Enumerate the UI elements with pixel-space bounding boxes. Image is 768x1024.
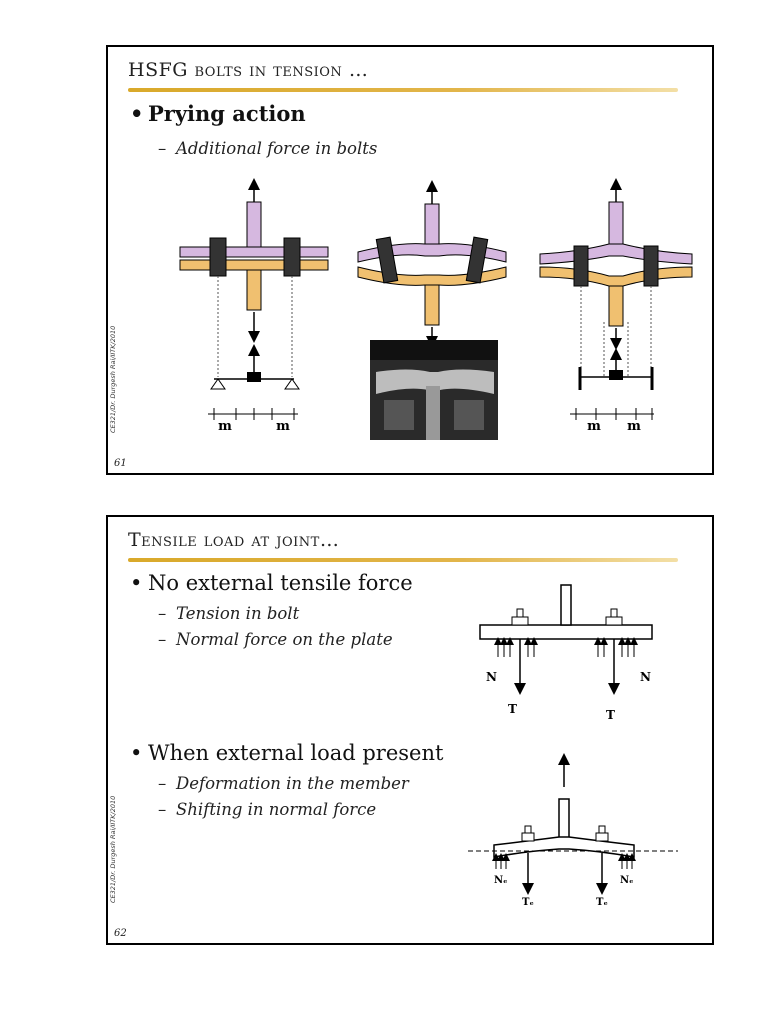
page-number: 62 <box>114 928 127 939</box>
bullet-icon: • <box>130 101 144 126</box>
external-load-figure: Nₑ Nₑ Tₑ Tₑ <box>468 753 678 908</box>
bullet-text: No external tensile force <box>148 571 413 595</box>
bullet-text: Prying action <box>148 101 306 126</box>
label-t: T <box>508 702 517 716</box>
dash-icon: – <box>158 800 167 819</box>
t-stub-left: m m <box>179 178 329 434</box>
side-note: CE321/Dr. Durgesh Rai/IITK/2010 <box>106 795 120 905</box>
t-stub-middle <box>357 180 507 440</box>
slide-title: Tensile load at joint… <box>128 529 340 551</box>
sub-bullet-text: Normal force on the plate <box>176 630 393 649</box>
slide-title: HSFG bolts in tension … <box>128 59 369 81</box>
sub-bullet-text: Tension in bolt <box>176 604 300 623</box>
title-underline <box>128 558 678 562</box>
page-number: 61 <box>114 458 127 469</box>
label-ne: Nₑ <box>620 875 634 886</box>
dimension-label-m: m <box>218 419 232 434</box>
t-stub-right: m m <box>539 178 693 434</box>
side-note-text: CE321/Dr. Durgesh Rai/IITK/2010 <box>109 795 117 903</box>
label-te: Tₑ <box>596 897 608 908</box>
bullet-icon: • <box>130 571 143 595</box>
bullet-item: •When external load present <box>130 741 443 765</box>
sub-bullet-item: –Additional force in bolts <box>158 139 377 158</box>
slide-62: Tensile load at joint… •No external tens… <box>106 515 714 945</box>
sub-bullet-text: Shifting in normal force <box>176 800 377 819</box>
sub-bullet-item: –Tension in bolt <box>158 604 299 623</box>
side-note-text: CE321/Dr. Durgesh Rai/IITK/2010 <box>109 325 117 433</box>
label-ne: Nₑ <box>494 875 508 886</box>
bullet-item: •Prying action <box>130 101 306 126</box>
dimension-label-m: m <box>276 419 290 434</box>
sub-bullet-text: Additional force in bolts <box>176 139 378 158</box>
dash-icon: – <box>158 139 167 158</box>
dash-icon: – <box>158 630 167 649</box>
sub-bullet-item: –Shifting in normal force <box>158 800 376 819</box>
title-underline <box>128 88 678 92</box>
side-note: CE321/Dr. Durgesh Rai/IITK/2010 <box>106 325 120 435</box>
label-te: Tₑ <box>522 897 534 908</box>
prying-action-figure: m m <box>179 178 693 440</box>
bullet-text: When external load present <box>148 741 444 765</box>
label-n: N <box>640 670 651 684</box>
slide-61: HSFG bolts in tension … •Prying action –… <box>106 45 714 475</box>
label-t: T <box>606 708 615 722</box>
sub-bullet-item: –Deformation in the member <box>158 774 409 793</box>
dimension-label-m: m <box>587 419 601 434</box>
dash-icon: – <box>158 604 167 623</box>
no-load-figure: N N T T <box>479 584 653 722</box>
dash-icon: – <box>158 774 167 793</box>
sub-bullet-item: –Normal force on the plate <box>158 630 393 649</box>
bullet-icon: • <box>130 741 143 765</box>
dimension-label-m: m <box>627 419 641 434</box>
label-n: N <box>486 670 497 684</box>
sub-bullet-text: Deformation in the member <box>176 774 409 793</box>
bullet-item: •No external tensile force <box>130 571 413 595</box>
